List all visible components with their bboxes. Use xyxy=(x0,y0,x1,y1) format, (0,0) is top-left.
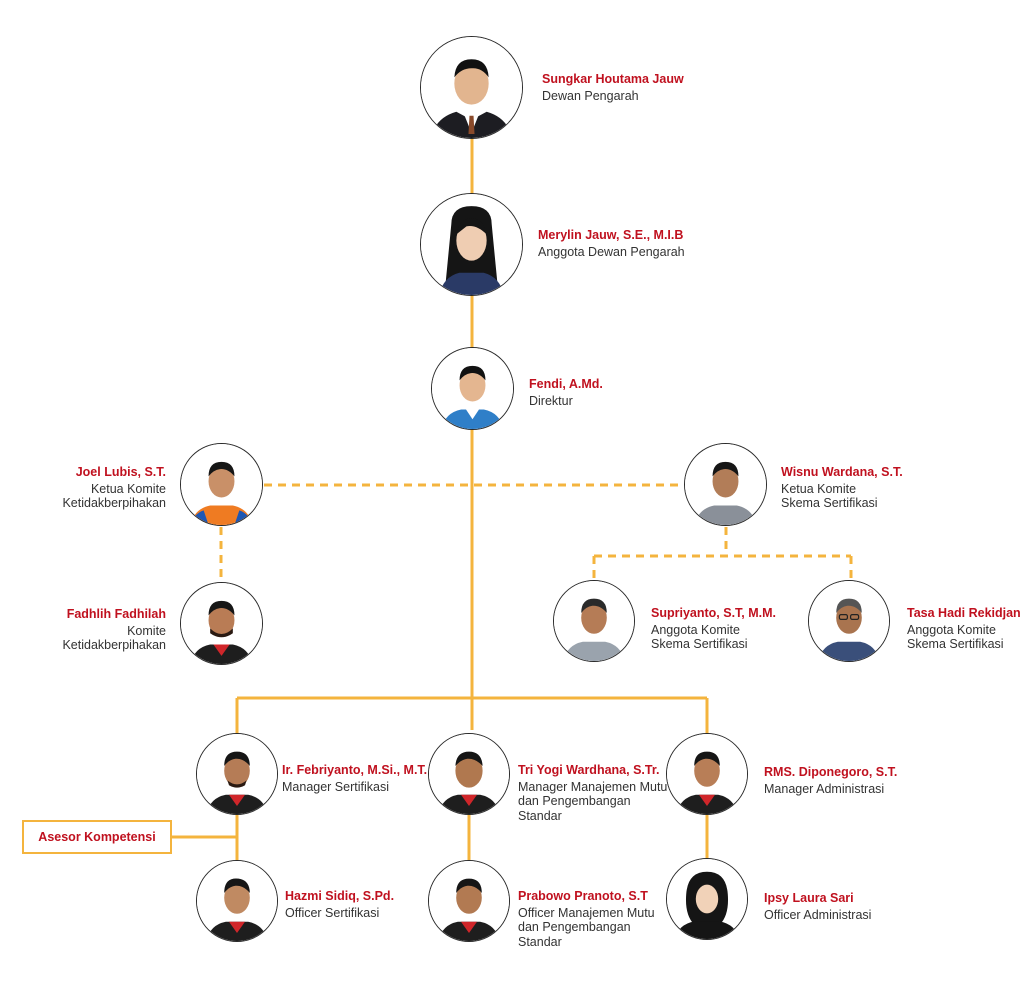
label-ketua-skema: Wisnu Wardana, S.T. Ketua Komite Skema S… xyxy=(781,465,903,511)
avatar-manager-mutu xyxy=(428,733,510,815)
person-name: Wisnu Wardana, S.T. xyxy=(781,465,903,479)
label-komite-ketidakberpihakan: Fadhlih Fadhilah Komite Ketidakberpihaka… xyxy=(20,607,166,653)
person-role: Direktur xyxy=(529,393,573,408)
person-name: Sungkar Houtama Jauw xyxy=(542,72,684,86)
label-anggota-skema-2: Tasa Hadi Rekidjan Anggota Komite Skema … xyxy=(907,606,1021,652)
label-officer-administrasi: Ipsy Laura Sari Officer Administrasi xyxy=(764,891,871,922)
person-role: Officer Manajemen Mutu dan Pengembangan … xyxy=(518,905,655,949)
label-manager-administrasi: RMS. Diponegoro, S.T. Manager Administra… xyxy=(764,765,897,796)
person-role: Anggota Komite Skema Sertifikasi xyxy=(651,622,748,652)
avatar-ketua-skema xyxy=(684,443,767,526)
person-name: Tri Yogi Wardhana, S.Tr. xyxy=(518,763,660,777)
avatar-officer-sertifikasi xyxy=(196,860,278,942)
avatar-anggota-skema-1 xyxy=(553,580,635,662)
avatar-ketua-ketidakberpihakan xyxy=(180,443,263,526)
avatar-officer-administrasi xyxy=(666,858,748,940)
person-role: Ketua Komite Ketidakberpihakan xyxy=(62,481,166,511)
label-direktur: Fendi, A.Md. Direktur xyxy=(529,377,603,408)
person-name: RMS. Diponegoro, S.T. xyxy=(764,765,898,779)
label-anggota-skema-1: Supriyanto, S.T, M.M. Anggota Komite Ske… xyxy=(651,606,776,652)
person-role: Anggota Komite Skema Sertifikasi xyxy=(907,622,1004,652)
person-role: Officer Sertifikasi xyxy=(285,905,380,920)
label-officer-mutu: Prabowo Pranoto, S.T Officer Manajemen M… xyxy=(518,889,655,949)
person-name: Supriyanto, S.T, M.M. xyxy=(651,606,777,620)
avatar-anggota-skema-2 xyxy=(808,580,890,662)
person-role: Officer Administrasi xyxy=(764,907,872,922)
asesor-kompetensi-box: Asesor Kompetensi xyxy=(22,820,172,854)
label-anggota-dewan: Merylin Jauw, S.E., M.I.B Anggota Dewan … xyxy=(538,228,685,259)
person-role: Manager Sertifikasi xyxy=(282,779,389,794)
person-name: Fendi, A.Md. xyxy=(529,377,603,391)
avatar-direktur xyxy=(431,347,514,430)
avatar-manager-sertifikasi xyxy=(196,733,278,815)
person-role: Dewan Pengarah xyxy=(542,88,639,103)
person-name: Ir. Febriyanto, M.Si., M.T. xyxy=(282,763,428,777)
person-role: Ketua Komite Skema Sertifikasi xyxy=(781,481,878,511)
label-manager-sertifikasi: Ir. Febriyanto, M.Si., M.T. Manager Sert… xyxy=(282,763,427,794)
person-role: Komite Ketidakberpihakan xyxy=(62,623,166,653)
avatar-manager-administrasi xyxy=(666,733,748,815)
person-role: Manager Manajemen Mutu dan Pengembangan … xyxy=(518,779,668,823)
person-name: Merylin Jauw, S.E., M.I.B xyxy=(538,228,684,242)
person-name: Tasa Hadi Rekidjan xyxy=(907,606,1021,620)
avatar-dewan-pengarah xyxy=(420,36,523,139)
person-role: Manager Administrasi xyxy=(764,781,885,796)
person-name: Prabowo Pranoto, S.T xyxy=(518,889,648,903)
person-name: Fadhlih Fadhilah xyxy=(66,607,166,621)
avatar-komite-ketidakberpihakan xyxy=(180,582,263,665)
label-ketua-ketidakberpihakan: Joel Lubis, S.T. Ketua Komite Ketidakber… xyxy=(20,465,166,511)
person-name: Hazmi Sidiq, S.Pd. xyxy=(285,889,395,903)
person-role: Anggota Dewan Pengarah xyxy=(538,244,685,259)
avatar-officer-mutu xyxy=(428,860,510,942)
label-dewan-pengarah: Sungkar Houtama Jauw Dewan Pengarah xyxy=(542,72,684,103)
label-manager-mutu: Tri Yogi Wardhana, S.Tr. Manager Manajem… xyxy=(518,763,667,823)
avatar-anggota-dewan xyxy=(420,193,523,296)
person-name: Joel Lubis, S.T. xyxy=(75,465,166,479)
label-officer-sertifikasi: Hazmi Sidiq, S.Pd. Officer Sertifikasi xyxy=(285,889,394,920)
person-name: Ipsy Laura Sari xyxy=(764,891,854,905)
